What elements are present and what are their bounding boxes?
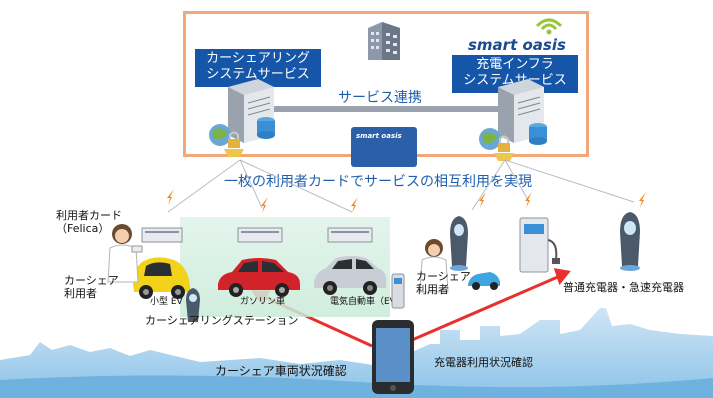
small-blue-car-icon	[468, 272, 500, 290]
user-card-image	[351, 127, 417, 167]
service-link-label: サービス連携	[338, 90, 422, 106]
station-charger-icon	[391, 273, 405, 309]
shared-use-caption: 一枚の利用者カードでサービスの相互利用を実現	[224, 174, 532, 190]
carshare-user-label-right: カーシェア 利用者	[416, 270, 471, 296]
smartphone-icon[interactable]	[370, 318, 416, 396]
service-link-diagram	[209, 79, 547, 161]
vehicle-label-gasoline: ガソリン車	[240, 297, 286, 307]
vehicle-label-ev: 電気自動車（EV）	[330, 297, 405, 307]
charger-robot-icon	[620, 212, 640, 271]
chargers-label: 普通充電器・急速充電器	[563, 281, 684, 294]
wireless-signal-icons	[167, 189, 646, 213]
robot-near-station-icon	[186, 288, 200, 322]
building-icon	[368, 22, 400, 60]
database-icon	[529, 123, 547, 145]
quick-charger-icon	[519, 217, 560, 273]
station-label: カーシェアリングステーション	[145, 314, 299, 327]
globe-lock-icon	[209, 124, 244, 157]
charging-service-box: 充電インフラ システムサービス	[452, 55, 578, 93]
charger-robot-icon	[450, 216, 468, 271]
vehicle-label-small-ev: 小型 EV	[150, 297, 183, 307]
vehicle-gasoline	[218, 258, 300, 297]
smart-oasis-logo: smart oasis	[468, 36, 566, 54]
carshare-user-person-right	[419, 239, 449, 293]
carshare-user-person-left	[107, 224, 143, 283]
carshare-status-label: カーシェア車両状況確認	[215, 364, 347, 378]
vehicle-small-ev	[133, 257, 190, 299]
database-icon	[257, 117, 275, 139]
card-logo: smart oasis	[356, 132, 402, 140]
city-skyline-background	[0, 308, 713, 398]
user-card-label: 利用者カード （Felica）	[56, 209, 122, 235]
globe-lock-icon	[479, 128, 514, 161]
vehicle-ev	[314, 256, 387, 295]
carshare-user-label-left: カーシェア 利用者	[64, 274, 119, 300]
wifi-signal-icon	[535, 18, 563, 35]
charger-status-label: 充電器利用状況確認	[434, 356, 533, 369]
